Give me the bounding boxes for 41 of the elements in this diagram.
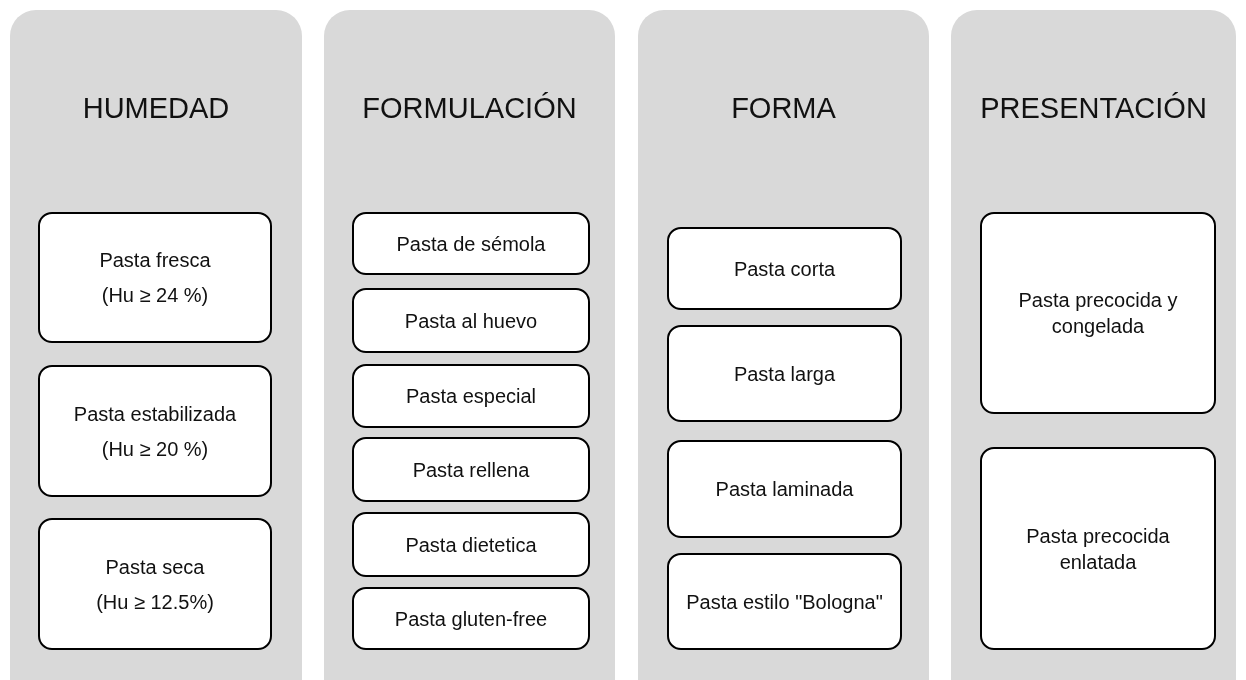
category-box <box>667 440 902 538</box>
category-box <box>38 518 272 650</box>
box-label: Pasta rellena <box>412 457 530 483</box>
category-box <box>38 365 272 497</box>
category-column <box>951 10 1236 680</box>
column-heading: FORMULACIÓN <box>361 92 578 125</box>
box-label: Pasta dietetica <box>405 532 537 558</box>
box-label: Pasta laminada <box>715 477 854 502</box>
box-label: Pasta estilo "Bologna" <box>686 589 883 615</box>
box-label: Pasta de sémola <box>396 231 546 257</box>
box-label: Pasta fresca <box>99 248 211 273</box>
category-box <box>980 447 1216 650</box>
box-label: (Hu ≥ 12.5%) <box>96 589 214 615</box>
box-label: Pasta al huevo <box>404 308 538 334</box>
category-box <box>667 325 902 422</box>
category-box <box>38 212 272 343</box>
box-label: (Hu ≥ 24 %) <box>101 283 209 308</box>
box-label: Pasta especial <box>405 384 537 409</box>
category-column <box>638 10 929 680</box>
column-heading: PRESENTACIÓN <box>979 92 1208 125</box>
box-label: Pasta precocida enlatada <box>1025 523 1171 575</box>
column-heading: HUMEDAD <box>81 92 231 125</box>
category-box <box>667 227 902 310</box>
box-label: (Hu ≥ 20 %) <box>101 436 209 462</box>
category-box <box>352 364 590 428</box>
category-box <box>352 437 590 502</box>
box-label: Pasta estabilizada <box>73 401 237 427</box>
box-label: Pasta seca <box>105 554 205 580</box>
box-label: Pasta gluten-free <box>394 606 548 632</box>
column-heading: FORMA <box>730 92 837 125</box>
box-label: Pasta precocida y congelada <box>1017 288 1179 339</box>
box-label: Pasta corta <box>733 256 836 282</box>
category-box <box>352 512 590 577</box>
category-box <box>352 212 590 275</box>
category-column <box>324 10 615 680</box>
category-column <box>10 10 302 680</box>
box-label: Pasta larga <box>733 361 836 387</box>
category-box <box>667 553 902 650</box>
category-box <box>352 587 590 650</box>
category-box <box>980 212 1216 414</box>
category-box <box>352 288 590 353</box>
